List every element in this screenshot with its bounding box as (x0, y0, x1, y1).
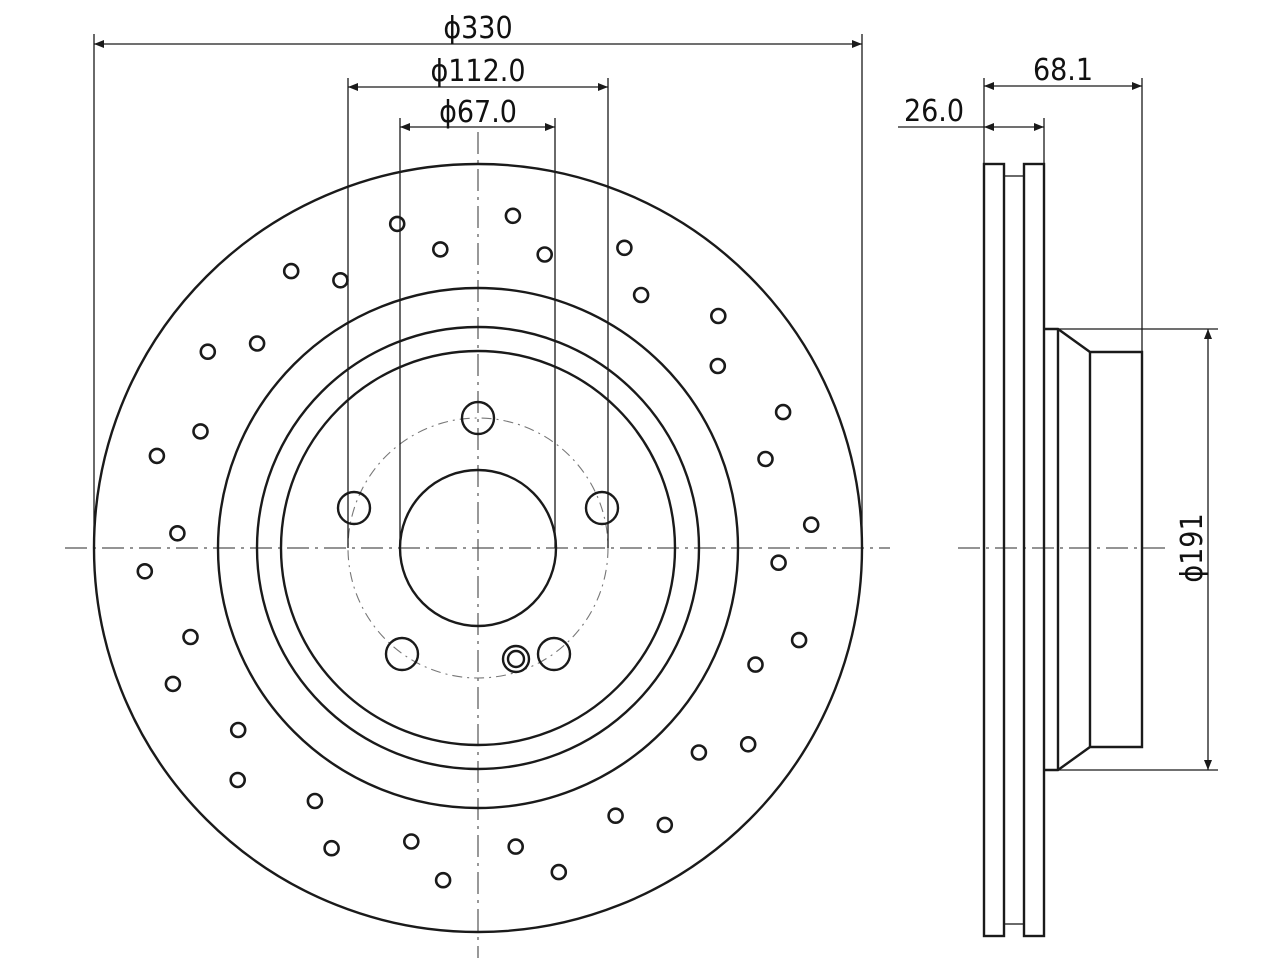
drill-hole (536, 246, 554, 263)
drill-hole (709, 307, 727, 325)
drill-hole (507, 838, 525, 855)
outer-friction-plate (982, 162, 1006, 938)
drill-hole (504, 207, 522, 225)
drill-hole (790, 631, 808, 649)
drill-hole (182, 628, 199, 646)
bolt-hole (584, 490, 620, 526)
hat-outer-edge (255, 325, 701, 771)
drill-hole (550, 863, 568, 881)
drill-hole (709, 357, 727, 375)
drill-hole (229, 721, 247, 739)
drill-hole (739, 735, 757, 753)
drill-hole (248, 335, 266, 352)
side-view: 68.1 26.0 ϕ191 (898, 53, 1218, 938)
drill-hole (616, 239, 633, 257)
drill-hole (148, 447, 166, 465)
drill-hole (169, 524, 186, 542)
bolt-hole (384, 636, 420, 672)
drill-hole (431, 241, 449, 258)
drill-hole (632, 286, 650, 304)
total-thickness-label: 68.1 (1033, 53, 1093, 88)
bolt-hole (460, 400, 496, 436)
drill-hole (802, 516, 820, 534)
drill-hole (199, 343, 217, 361)
drill-hole (332, 271, 349, 289)
hat-inner-edge (279, 349, 677, 747)
drill-hole (434, 871, 452, 889)
drill-hole (388, 215, 406, 233)
drill-hole (229, 771, 246, 789)
bolt-hole (536, 636, 572, 672)
inner-friction-ring-edge (216, 286, 740, 810)
drill-hole (192, 423, 209, 440)
drill-hole (607, 807, 624, 825)
inner-friction-plate (1022, 162, 1046, 938)
drill-hole (282, 262, 300, 280)
disc-thickness-label: 26.0 (904, 94, 964, 129)
locating-screw-hole-outer (501, 644, 531, 674)
drill-hole (774, 403, 792, 421)
drill-hole (402, 833, 420, 850)
outer-diameter-label: ϕ330 (443, 11, 512, 46)
hat-profile (1044, 327, 1144, 772)
drill-hole (306, 792, 324, 810)
drill-hole (690, 744, 708, 761)
bolt-hole (336, 490, 372, 526)
drill-hole (136, 562, 154, 580)
drill-hole (323, 839, 340, 857)
cross-drilled-holes (136, 207, 820, 889)
hat-diameter-label: ϕ191 (1175, 513, 1210, 582)
drill-hole (747, 656, 764, 673)
drill-hole (757, 450, 774, 468)
bolt-circle-label: ϕ112.0 (430, 54, 525, 89)
cooling-vane-gap (1003, 175, 1025, 925)
drill-hole (164, 675, 182, 693)
locating-screw-hole-inner (506, 649, 526, 669)
drill-hole (770, 554, 787, 572)
front-view: ϕ330 ϕ112.0 ϕ67.0 (65, 11, 890, 958)
drill-hole (656, 816, 674, 834)
center-bore-label: ϕ67.0 (439, 95, 517, 130)
